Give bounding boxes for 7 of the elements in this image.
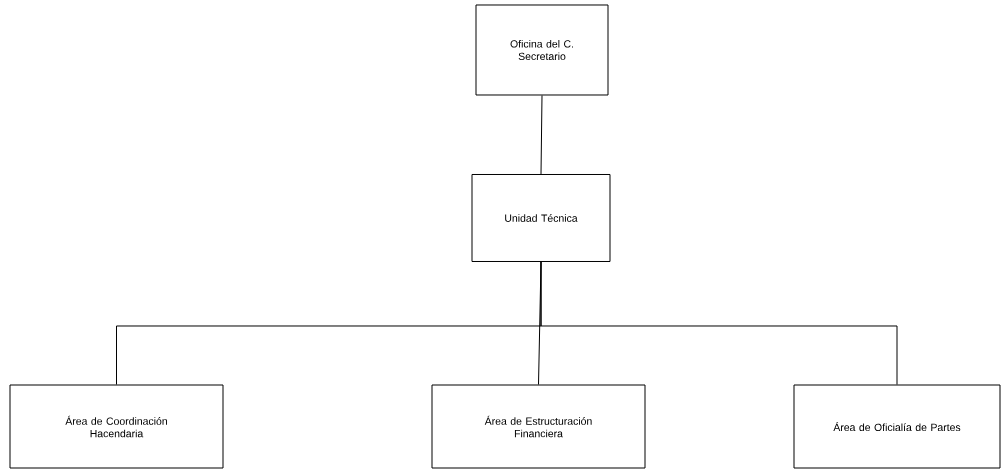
connector-line xyxy=(540,95,543,175)
org-box: Área de Estructuración Financiera xyxy=(431,384,646,469)
connector-line xyxy=(540,261,898,385)
org-box: Unidad Técnica xyxy=(471,174,611,262)
org-box: Oficina del C. Secretario xyxy=(475,4,609,96)
org-box: Área de Coordinación Hacendaria xyxy=(9,384,224,469)
org-box: Área de Oficialía de Partes xyxy=(793,384,1001,469)
